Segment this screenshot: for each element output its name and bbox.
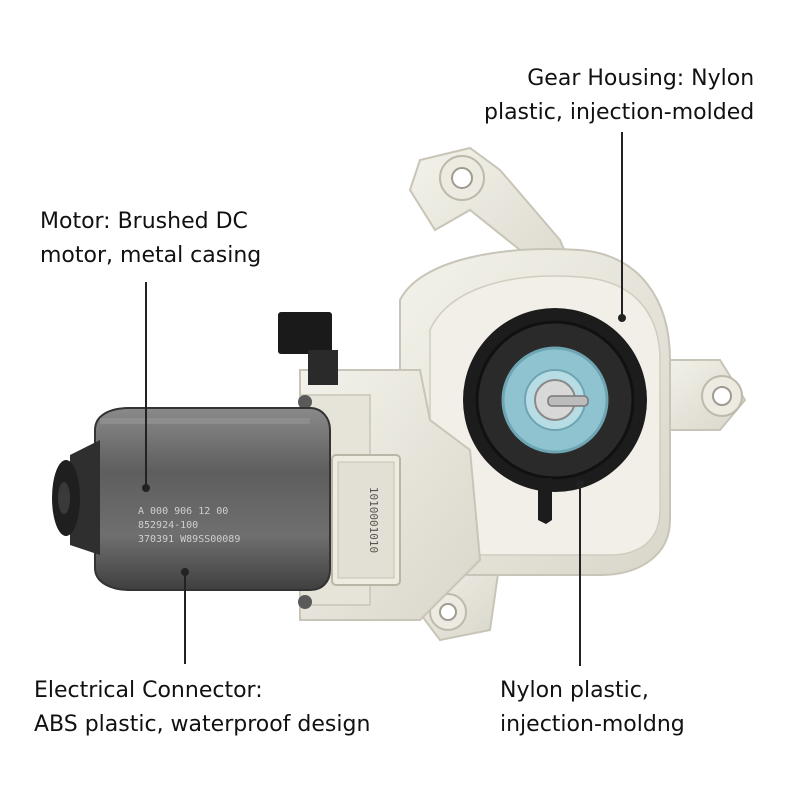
gear-housing-label: Gear Housing: Nylon plastic, injection-m… (484, 62, 754, 130)
motor-leader-dot (142, 484, 150, 492)
gear-housing-label-line2: plastic, injection-molded (484, 100, 755, 125)
gear-housing-leader-dot (618, 314, 626, 322)
motor-marking-line3: 370391 W89SS00089 (138, 534, 240, 545)
motor-label-line2: motor, metal casing (40, 243, 262, 268)
connector-leader-line (184, 572, 186, 664)
nylon-label: Nylon plastic, injection-moldng (500, 674, 685, 742)
electrical-connector (331, 454, 401, 586)
black-tab (278, 312, 338, 385)
motor-leader-line-top (145, 282, 147, 488)
motor-casing (52, 407, 331, 591)
output-gear (463, 308, 647, 524)
connector-leader-dot (181, 568, 189, 576)
nylon-label-line1: Nylon plastic, (500, 678, 649, 703)
connector-label-line2: ABS plastic, waterproof design (34, 712, 371, 737)
gear-housing-label-line1: Gear Housing: Nylon (527, 66, 755, 91)
nylon-leader-line (579, 484, 581, 666)
connector-label: Electrical Connector: ABS plastic, water… (34, 674, 370, 742)
motor-label-line1: Motor: Brushed DC (40, 209, 248, 234)
motor-marking-line2: 852924-100 (138, 520, 198, 531)
connector-label-line1: Electrical Connector: (34, 678, 263, 703)
nylon-label-line2: injection-moldng (500, 712, 685, 737)
connector-marking: 1010001010 (367, 487, 380, 553)
nylon-leader-dot (576, 480, 584, 488)
right-mounting-ear (659, 359, 747, 431)
gear-housing-leader-line (621, 132, 623, 316)
motor-marking-line1: A 000 906 12 00 (138, 506, 228, 517)
motor-label: Motor: Brushed DC motor, metal casing (40, 205, 261, 273)
